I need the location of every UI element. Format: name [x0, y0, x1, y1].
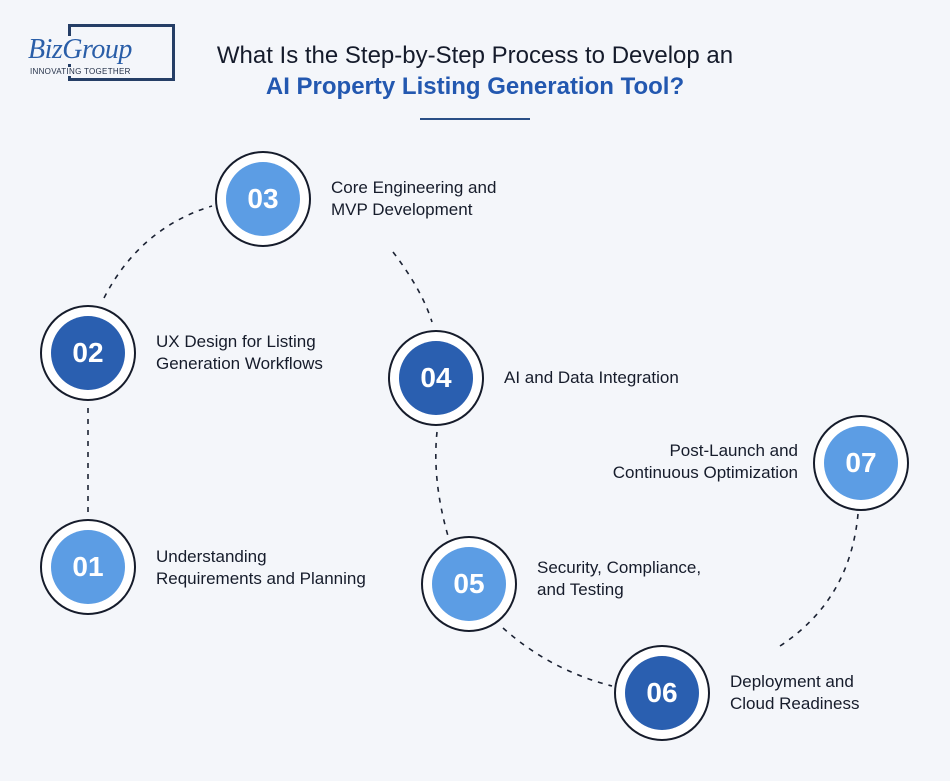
step-02-label-line-2: Generation Workflows: [156, 354, 323, 373]
step-06-label: Deployment and Cloud Readiness: [730, 671, 859, 715]
step-04-label: AI and Data Integration: [504, 367, 679, 389]
page-title-line-1: What Is the Step-by-Step Process to Deve…: [216, 42, 734, 69]
step-04-label-line-1: AI and Data Integration: [504, 368, 679, 387]
step-07-label: Post-Launch and Continuous Optimization: [560, 440, 798, 484]
step-01-label-line-2: Requirements and Planning: [156, 569, 366, 588]
step-04-number: 04: [399, 341, 473, 415]
step-06-circle: 06: [614, 645, 710, 741]
step-06-number: 06: [625, 656, 699, 730]
step-01-label-line-1: Understanding: [156, 547, 267, 566]
step-03-label: Core Engineering and MVP Development: [331, 177, 496, 221]
connector-06-07: [779, 513, 859, 647]
step-02-label-line-1: UX Design for Listing: [156, 332, 316, 351]
page-title-line-2: AI Property Listing Generation Tool?: [265, 73, 685, 100]
step-07-label-line-2: Continuous Optimization: [612, 463, 798, 482]
step-06-label-line-2: Cloud Readiness: [730, 694, 860, 713]
connector-02-03: [103, 205, 213, 299]
step-05-label: Security, Compliance, and Testing: [537, 557, 701, 601]
connector-04-05: [435, 431, 449, 537]
step-05-number: 05: [432, 547, 506, 621]
step-07-label-line-1: Post-Launch and: [669, 441, 798, 460]
step-04-circle: 04: [388, 330, 484, 426]
connector-03-04: [392, 251, 433, 323]
step-02-number: 02: [51, 316, 125, 390]
step-07-number: 07: [824, 426, 898, 500]
step-01-number: 01: [51, 530, 125, 604]
logo-tagline: INNOVATING TOGETHER: [28, 67, 133, 76]
step-06-label-line-1: Deployment and: [730, 672, 854, 691]
step-03-circle: 03: [215, 151, 311, 247]
logo-wordmark: BizGroup: [26, 34, 134, 65]
step-01-label: Understanding Requirements and Planning: [156, 546, 366, 590]
step-02-circle: 02: [40, 305, 136, 401]
step-03-label-line-1: Core Engineering and: [331, 178, 497, 197]
step-05-label-line-1: Security, Compliance,: [537, 558, 702, 577]
connector-05-06: [502, 627, 613, 687]
step-03-number: 03: [226, 162, 300, 236]
title-underline: [420, 118, 530, 120]
step-05-circle: 05: [421, 536, 517, 632]
step-01-circle: 01: [40, 519, 136, 615]
step-07-circle: 07: [813, 415, 909, 511]
step-05-label-line-2: and Testing: [537, 580, 624, 599]
step-03-label-line-2: MVP Development: [331, 200, 473, 219]
step-02-label: UX Design for Listing Generation Workflo…: [156, 331, 323, 375]
bizgroup-logo: BizGroup INNOVATING TOGETHER: [20, 24, 175, 84]
